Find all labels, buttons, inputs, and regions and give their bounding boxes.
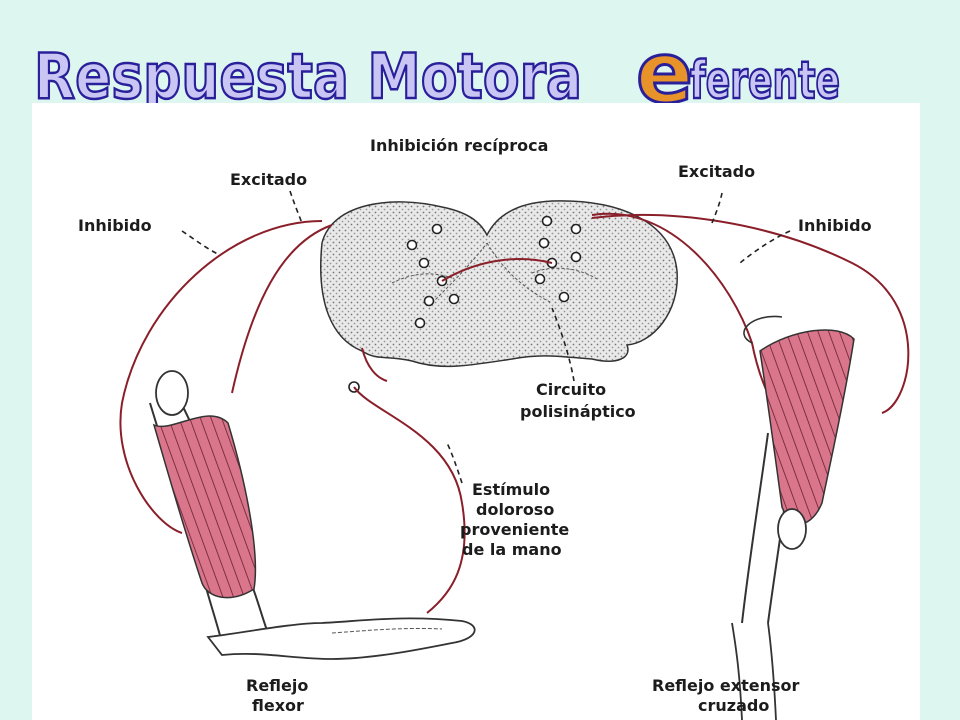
spinal-cord-section [320,200,678,368]
label-estimulo-line1: Estímulo [472,480,550,499]
title-rest: ferente [690,51,840,111]
label-inhibido-left: Inhibido [78,216,152,235]
left-arm-illustration [149,370,476,660]
label-circuito-line1: Circuito [536,380,606,399]
reflex-diagram: Inhibición recíproca Excitado Excitado I… [32,103,920,720]
slide-title: Respuesta Motora e ferente [0,14,960,115]
label-reflejo-flexor-line1: Reflejo [246,676,308,695]
interneurons [348,215,582,393]
right-arm-illustration [731,315,855,720]
title-main: Respuesta Motora [34,40,582,113]
title-first-letter: e [636,24,693,114]
label-excitado-left: Excitado [230,170,307,189]
label-circuito-line2: polisináptico [520,402,636,421]
label-estimulo-line3: proveniente [460,520,569,539]
label-inhibicion-reciproca: Inhibición recíproca [370,136,548,155]
label-estimulo-line4: de la mano [462,540,562,559]
label-reflejo-extensor-line2: cruzado [698,696,769,715]
leader-lines [181,190,791,484]
label-estimulo-line2: doloroso [476,500,554,519]
label-excitado-right: Excitado [678,162,755,181]
label-reflejo-extensor-line1: Reflejo extensor [652,676,800,695]
label-reflejo-flexor-line2: flexor [252,696,304,715]
label-inhibido-right: Inhibido [798,216,872,235]
